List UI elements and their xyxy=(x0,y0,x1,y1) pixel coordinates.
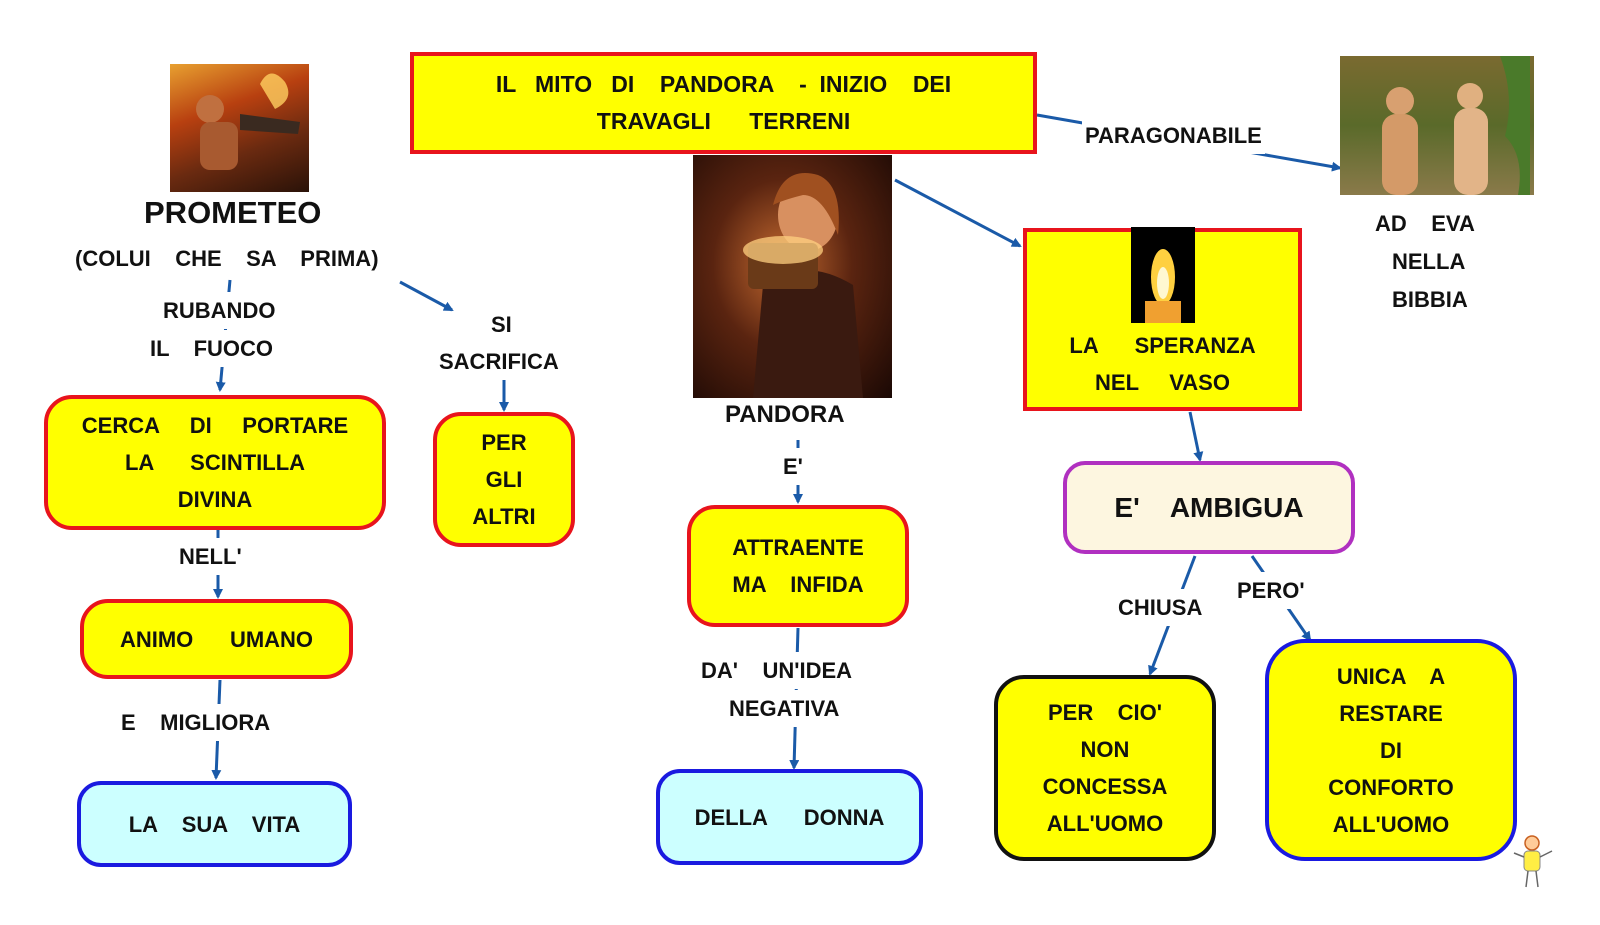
concessa-line-2: NON xyxy=(1080,737,1130,762)
eva-line-1: AD EVA xyxy=(1375,211,1475,236)
title-box: IL MITO DI PANDORA - INIZIO DEI TRAVAGLI… xyxy=(410,52,1037,154)
link-negativa: NEGATIVA xyxy=(726,690,843,727)
adam-eve-image xyxy=(1340,56,1534,195)
link-rubando: RUBANDO xyxy=(160,292,279,329)
link-il-fuoco: IL FUOCO xyxy=(147,330,277,367)
animo-box: ANIMO UMANO xyxy=(80,599,353,679)
eva-line-3: BIBBIA xyxy=(1392,287,1468,312)
arrow-speranza xyxy=(894,178,1022,248)
sua-vita-line-1: LA SUA VITA xyxy=(128,811,301,837)
concessa-line-4: ALL'UOMO xyxy=(1046,811,1164,836)
per-altri-box: PER GLI ALTRI xyxy=(433,412,575,547)
eva-line-2: NELLA xyxy=(1392,249,1466,274)
donna-line-1: DELLA DONNA xyxy=(694,804,885,830)
attraente-line-1: ATTRAENTE xyxy=(732,535,864,560)
prometeo-image xyxy=(170,64,309,192)
link-chiusa: CHIUSA xyxy=(1115,589,1206,626)
unica-line-2: RESTARE xyxy=(1339,700,1443,726)
cerca-box: CERCA DI PORTARE LA SCINTILLA DIVINA xyxy=(44,395,386,530)
ambigua-box: E' AMBIGUA xyxy=(1063,461,1355,554)
concessa-line-3: CONCESSA xyxy=(1042,774,1168,799)
speranza-line-2: NEL VASO xyxy=(1095,370,1230,395)
link-migliora: E MIGLIORA xyxy=(118,704,274,741)
pandora-image xyxy=(693,155,892,398)
concessa-box: PER CIO' NON CONCESSA ALL'UOMO xyxy=(994,675,1216,861)
link-paragonabile: PARAGONABILE xyxy=(1082,117,1265,154)
link-si: SI xyxy=(488,306,515,343)
animo-line-1: ANIMO UMANO xyxy=(119,626,314,652)
title-line-1: IL MITO DI PANDORA - INIZIO DEI xyxy=(495,71,952,97)
mascot-logo xyxy=(1508,833,1558,893)
attraente-box: ATTRAENTE MA INFIDA xyxy=(687,505,909,627)
per-altri-line-3: ALTRI xyxy=(472,504,536,529)
link-da-idea: DA' UN'IDEA xyxy=(698,652,856,689)
link-e: E' xyxy=(780,448,806,485)
title-line-2: TRAVAGLI TERRENI xyxy=(596,108,851,134)
pandora-label: PANDORA xyxy=(725,401,845,428)
unica-box: UNICA A RESTARE DI CONFORTO ALL'UOMO xyxy=(1265,639,1517,861)
unica-line-5: ALL'UOMO xyxy=(1332,811,1450,837)
arrow-ambigua xyxy=(1188,411,1204,462)
speranza-line-1: LA SPERANZA xyxy=(1069,333,1256,358)
attraente-line-2: MA INFIDA xyxy=(732,572,864,597)
concessa-line-1: PER CIO' xyxy=(1047,700,1163,725)
unica-line-1: UNICA A xyxy=(1336,663,1446,689)
link-sacrifica: SACRIFICA xyxy=(436,343,562,380)
candle-icon xyxy=(1130,227,1195,323)
per-altri-line-1: PER xyxy=(481,430,527,455)
cerca-line-1: CERCA DI PORTARE xyxy=(81,413,349,438)
arrow-si-sacrifica xyxy=(399,280,454,312)
cerca-line-2: LA SCINTILLA xyxy=(124,450,306,475)
link-nell: NELL' xyxy=(176,538,245,575)
sua-vita-box: LA SUA VITA xyxy=(77,781,352,867)
prometeo-title: PROMETEO xyxy=(144,195,322,230)
link-pero: PERO' xyxy=(1234,572,1308,609)
donna-box: DELLA DONNA xyxy=(656,769,923,865)
unica-line-4: CONFORTO xyxy=(1328,774,1454,800)
ambigua-line-1: E' AMBIGUA xyxy=(1114,492,1304,523)
per-altri-line-2: GLI xyxy=(485,467,523,492)
speranza-box: LA SPERANZA NEL VASO xyxy=(1023,227,1302,411)
cerca-line-3: DIVINA xyxy=(177,487,253,512)
prometeo-subtitle: (COLUI CHE SA PRIMA) xyxy=(75,246,379,271)
unica-line-3: DI xyxy=(1380,737,1402,763)
